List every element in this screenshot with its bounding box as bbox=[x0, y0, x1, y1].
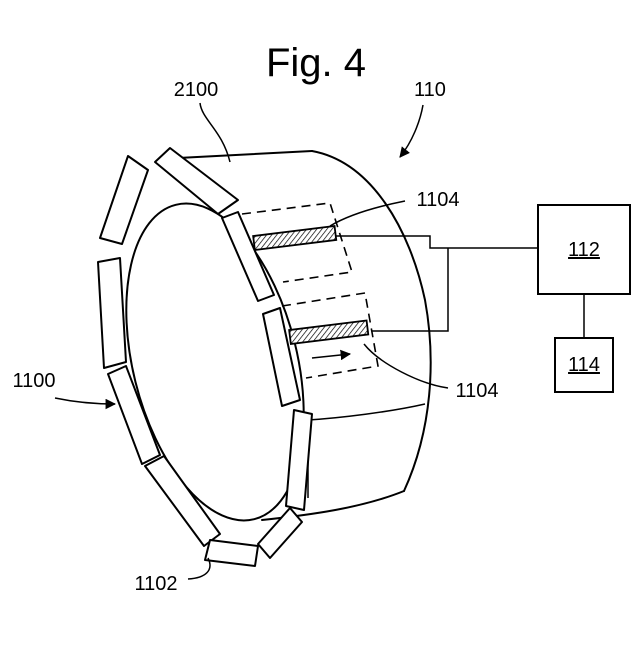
ring-segment bbox=[98, 258, 126, 368]
box-114-label: 114 bbox=[568, 354, 600, 376]
sensor-strip-top bbox=[253, 226, 336, 250]
box-112-label: 112 bbox=[568, 239, 600, 261]
motion-arrow bbox=[312, 354, 350, 358]
ref-1100: 1100 bbox=[12, 370, 55, 392]
ring-segment bbox=[222, 212, 274, 301]
ref-2100: 2100 bbox=[174, 79, 219, 101]
sensor-strip-bottom bbox=[289, 321, 368, 344]
ring-segment bbox=[145, 456, 220, 546]
ring-segment bbox=[100, 156, 148, 244]
ring-segment bbox=[108, 366, 160, 464]
ref-1102: 1102 bbox=[134, 573, 177, 595]
ref-1104-bottom: 1104 bbox=[455, 380, 498, 402]
ring-segment bbox=[205, 540, 258, 566]
ref-110: 110 bbox=[414, 79, 446, 101]
ref-1104-top: 1104 bbox=[416, 189, 459, 211]
ring-segment bbox=[263, 308, 300, 406]
figure-title: Fig. 4 bbox=[266, 41, 366, 85]
